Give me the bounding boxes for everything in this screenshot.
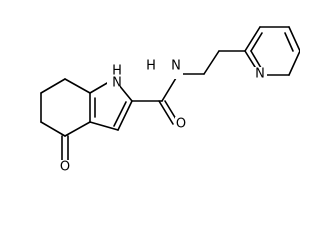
- atom-label-n-indole: N: [112, 76, 122, 91]
- atom-label-h-indole: H: [112, 64, 122, 79]
- atom-label-o-amide: O: [176, 117, 186, 132]
- bond-pyridine-c5-c4: [288, 26, 300, 52]
- bond-pyridine-c6-c5: [288, 50, 300, 76]
- bond-ring6-lower-right: [64, 121, 91, 137]
- bond-carbonyl-o-1: [158, 100, 174, 125]
- bond-pyrrole-c2-c3-inner: [113, 101, 127, 127]
- bond-pyrrole-c3-c3a: [89, 121, 119, 131]
- bond-pyridine-c3-c2: [244, 26, 261, 52]
- bond-pyridine-c3-c2-inner: [250, 32, 263, 52]
- atom-label-o-ketone: O: [60, 160, 70, 175]
- molecule-structure-diagram: H N H N O O N: [40, 26, 300, 175]
- atom-label-h-amide: H: [146, 59, 156, 74]
- bond-pyrrole-c2-c3: [117, 100, 133, 131]
- atom-label-n-pyridine: N: [255, 67, 265, 82]
- bond-carbonyl-n: [161, 77, 177, 102]
- bond-ring6-bottom: [40, 121, 66, 137]
- bond-ring6-top: [40, 78, 66, 94]
- bond-ring6-upper-right: [64, 78, 91, 94]
- atom-label-n-amide: N: [171, 59, 181, 74]
- bond-pyridine-c5-c4-inner: [284, 32, 294, 52]
- bond-ch2-ch2: [203, 50, 220, 75]
